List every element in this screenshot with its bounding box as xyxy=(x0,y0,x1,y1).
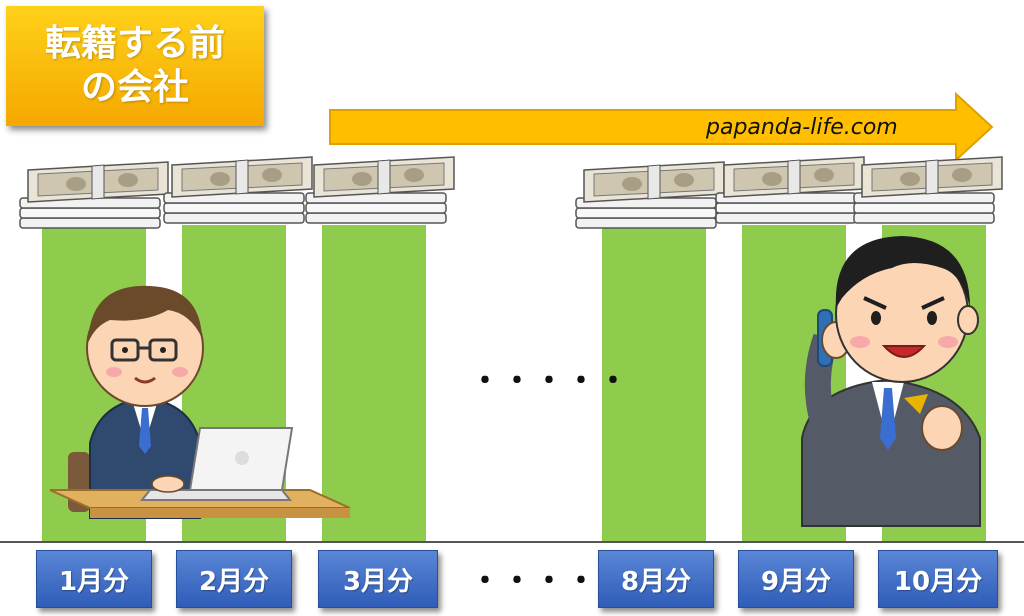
money-stack-icon xyxy=(715,156,865,224)
money-stack-icon xyxy=(575,161,725,229)
money-stack-icon xyxy=(853,156,1003,224)
month-label-9: 9月分 xyxy=(738,550,854,608)
bar-month-3 xyxy=(322,225,426,541)
title-line-1: 転籍する前 xyxy=(44,23,225,64)
title-box: 転籍する前 の会社 xyxy=(6,6,264,126)
bar-month-8 xyxy=(602,225,706,541)
ellipsis-top: ・・・・・ xyxy=(470,364,630,399)
title-line-2: の会社 xyxy=(80,67,189,108)
arrow-label: papanda-life.com xyxy=(706,115,898,140)
month-label-1: 1月分 xyxy=(36,550,152,608)
month-label-10: 10月分 xyxy=(878,550,998,608)
office-worker-at-laptop xyxy=(50,285,351,519)
money-stack-icon xyxy=(19,161,169,229)
money-stack-icon xyxy=(305,156,455,224)
month-label-2: 2月分 xyxy=(176,550,292,608)
timeline-arrow xyxy=(329,92,994,162)
money-stack-icon xyxy=(163,156,313,224)
month-label-3: 3月分 xyxy=(318,550,438,608)
baseline xyxy=(0,541,1024,543)
month-label-8: 8月分 xyxy=(598,550,714,608)
businessman-on-phone xyxy=(801,236,981,527)
